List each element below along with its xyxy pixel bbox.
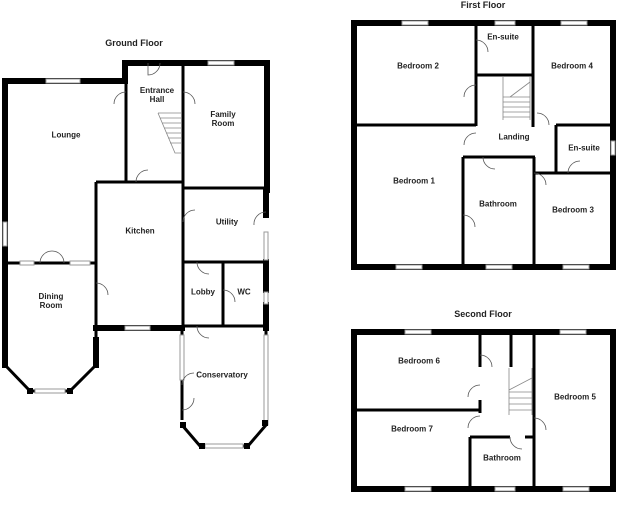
room-label-bedroom-5: Bedroom 5 xyxy=(554,392,596,402)
room-label-bathroom-first: Bathroom xyxy=(479,199,517,209)
room-label-lounge: Lounge xyxy=(51,130,81,140)
room-label-family-room: Family Room xyxy=(210,110,236,128)
room-label-conservatory: Conservatory xyxy=(196,370,248,380)
first-floor-title: First Floor xyxy=(460,0,506,10)
room-label-dining-room: Dining Room xyxy=(38,292,64,310)
ground-floor-plan xyxy=(2,60,270,449)
room-label-en-suite-2: En-suite xyxy=(568,143,600,153)
second-floor-title: Second Floor xyxy=(454,309,512,319)
room-label-entrance-hall: Entrance Hall xyxy=(139,86,175,104)
room-label-bedroom-7: Bedroom 7 xyxy=(391,424,433,434)
room-label-kitchen: Kitchen xyxy=(125,226,155,236)
room-label-bedroom-4: Bedroom 4 xyxy=(551,61,593,71)
room-label-utility: Utility xyxy=(215,217,239,227)
room-label-bedroom-3: Bedroom 3 xyxy=(552,205,594,215)
first-floor-plan xyxy=(351,20,616,270)
room-label-bedroom-2: Bedroom 2 xyxy=(397,61,439,71)
room-label-bedroom-6: Bedroom 6 xyxy=(398,356,440,366)
room-label-bedroom-1: Bedroom 1 xyxy=(393,176,435,186)
ground-floor-title: Ground Floor xyxy=(105,38,163,48)
room-label-en-suite-1: En-suite xyxy=(487,32,519,42)
room-label-wc: WC xyxy=(237,287,251,297)
second-floor-plan xyxy=(351,329,616,492)
room-label-lobby: Lobby xyxy=(191,287,215,297)
room-label-bathroom-second: Bathroom xyxy=(483,453,521,463)
room-label-landing: Landing xyxy=(498,132,530,142)
